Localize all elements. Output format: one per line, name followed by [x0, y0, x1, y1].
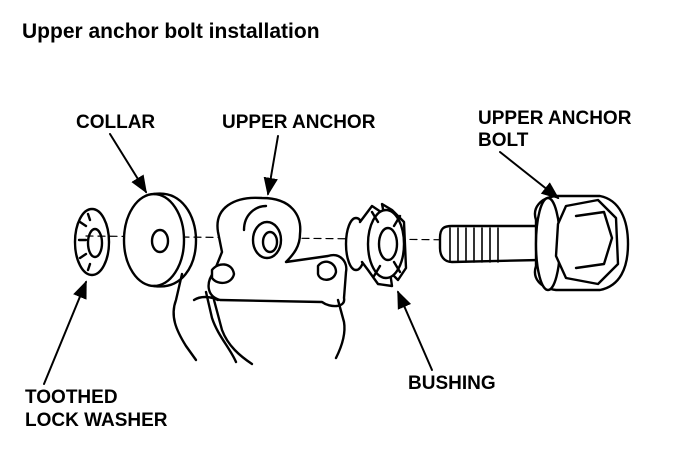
label-toothed-lock-washer-line1: TOOTHED	[25, 387, 118, 408]
arrow-upper-anchor	[263, 135, 279, 196]
collar	[122, 192, 198, 288]
label-toothed-lock-washer-line2: LOCK WASHER	[25, 410, 168, 431]
label-upper-anchor: UPPER ANCHOR	[222, 112, 376, 133]
arrow-upper-anchor-bolt	[499, 151, 560, 200]
upper-anchor-bolt	[438, 194, 630, 292]
arrow-bushing	[397, 290, 433, 371]
label-upper-anchor-bolt-line2: BOLT	[478, 130, 529, 151]
label-collar: COLLAR	[76, 112, 156, 133]
arrow-toothed-lock-washer	[43, 280, 87, 385]
label-upper-anchor-bolt-line1: UPPER ANCHOR	[478, 108, 632, 129]
toothed-lock-washer	[73, 207, 111, 277]
upper-anchor	[172, 196, 348, 366]
arrow-collar	[109, 133, 147, 194]
leader-arrows	[43, 133, 560, 385]
diagram-title: Upper anchor bolt installation	[22, 20, 320, 43]
bushing	[344, 202, 408, 288]
label-bushing: BUSHING	[408, 373, 496, 394]
